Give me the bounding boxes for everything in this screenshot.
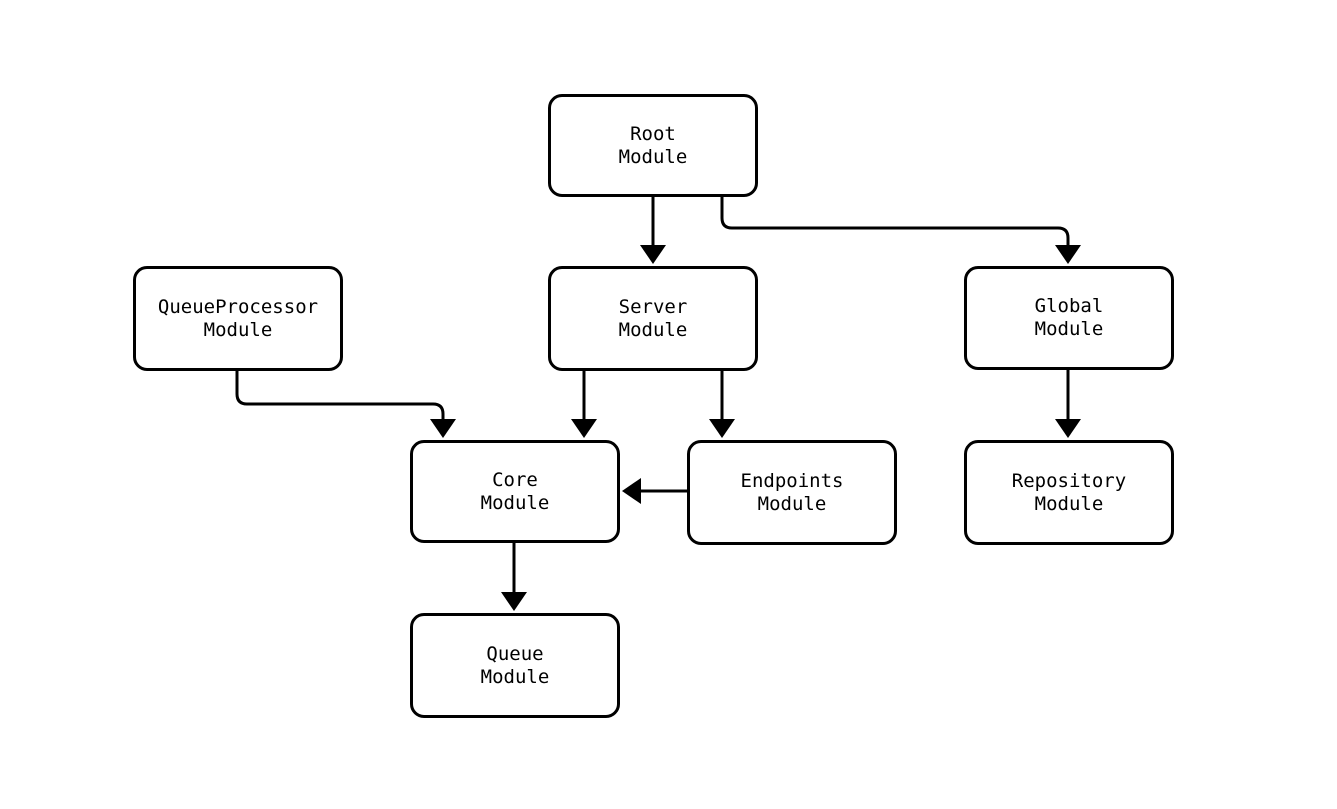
arrowhead-down-icon [571, 419, 597, 438]
arrowhead-down-icon [430, 419, 456, 438]
arrowhead-left-icon [622, 478, 641, 504]
edge-line [720, 197, 1070, 251]
node-queueprocessor-module[interactable]: QueueProcessor Module [133, 266, 343, 371]
arrowhead-down-icon [1055, 245, 1081, 264]
edge-global-to-repository [1055, 370, 1081, 438]
edge-root-to-server [640, 197, 666, 264]
node-root-module[interactable]: Root Module [548, 94, 758, 197]
node-label-line1: Core [492, 468, 538, 491]
node-queue-module[interactable]: Queue Module [410, 613, 620, 718]
node-endpoints-module[interactable]: Endpoints Module [687, 440, 897, 545]
node-label-line1: QueueProcessor [157, 295, 319, 318]
arrowhead-down-icon [640, 245, 666, 264]
node-repository-module[interactable]: Repository Module [964, 440, 1174, 545]
node-label-line1: Server [618, 295, 688, 318]
node-core-module[interactable]: Core Module [410, 440, 620, 543]
node-label-line2: Module [757, 492, 827, 515]
arrowhead-down-icon [501, 592, 527, 611]
node-label-line2: Module [480, 665, 550, 688]
node-label-line2: Module [1034, 492, 1104, 515]
node-label-line2: Module [618, 318, 688, 341]
edge-server-to-endpoints [709, 371, 735, 438]
edge-server-to-core [571, 371, 597, 438]
node-label-line2: Module [480, 491, 550, 514]
node-label-line2: Module [203, 318, 273, 341]
edge-endpoints-to-core [622, 478, 687, 504]
edge-root-to-global [720, 197, 1081, 264]
node-global-module[interactable]: Global Module [964, 266, 1174, 370]
node-server-module[interactable]: Server Module [548, 266, 758, 371]
node-label-line1: Root [630, 122, 676, 145]
arrowhead-down-icon [709, 419, 735, 438]
edge-core-to-queue [501, 543, 527, 611]
edge-queueprocessor-to-core [235, 371, 456, 438]
node-label-line1: Global [1034, 295, 1104, 317]
arrowhead-down-icon [1055, 419, 1081, 438]
node-label-line1: Endpoints [740, 469, 844, 492]
node-label-line1: Queue [486, 642, 544, 665]
node-label-line2: Module [1034, 318, 1104, 340]
node-label-line2: Module [618, 145, 688, 168]
edge-line [235, 371, 445, 425]
node-label-line1: Repository [1011, 469, 1127, 492]
